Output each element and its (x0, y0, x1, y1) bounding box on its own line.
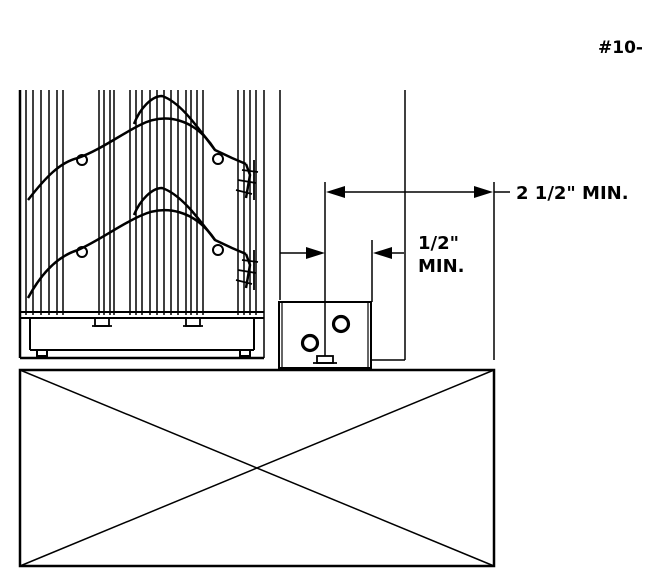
dimension-extension-lines (324, 90, 495, 361)
upper-left-eyelet (76, 154, 88, 166)
element-base-channel (20, 311, 264, 360)
mounting-block (18, 368, 496, 568)
heater-element-assembly (18, 90, 281, 360)
figure-reference-label: #10- (598, 38, 643, 58)
upper-right-eyelet (212, 153, 224, 165)
lower-right-eyelet (212, 244, 224, 256)
terminal-lug-left (300, 333, 320, 353)
inner-dimension-arrows (280, 247, 404, 259)
outer-dimension-arrow (326, 186, 510, 198)
base-bolts (92, 317, 203, 327)
lower-wire-support (26, 186, 259, 299)
inner-dimension-label-line2: MIN. (418, 256, 465, 277)
lower-left-eyelet (76, 246, 88, 258)
inner-dimension-label-line1: 1/2" (418, 233, 459, 254)
upper-wire-support (27, 94, 259, 201)
terminal-lug-right (331, 314, 351, 334)
outer-dimension-label: 2 1/2" MIN. (516, 183, 629, 204)
heater-tubes (25, 90, 257, 315)
